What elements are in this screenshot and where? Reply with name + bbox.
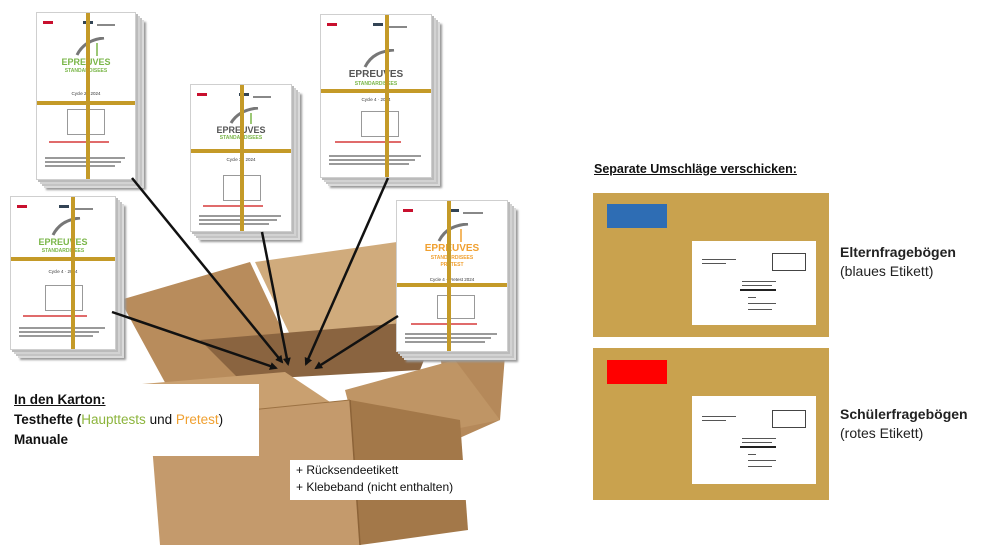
postage-stamp bbox=[772, 253, 806, 271]
arrow-1 bbox=[131, 177, 284, 364]
test-booklet-1: EPREUVES STANDARDISEES Cycle 2 · 2024 bbox=[36, 12, 136, 180]
pretest-label: Pretest bbox=[175, 412, 219, 427]
booklet-logo-subtitle: STANDARDISEES bbox=[354, 81, 398, 87]
test-booklet-4: EPREUVES STANDARDISEES Cycle 4 · 2024 bbox=[10, 196, 116, 350]
envelope-label-red bbox=[607, 360, 667, 384]
postage-stamp bbox=[772, 410, 806, 428]
address-card bbox=[692, 396, 816, 484]
arrow-2 bbox=[111, 310, 278, 370]
booklet-logo-subtitle: STANDARDISEES bbox=[430, 255, 474, 261]
booklet-header bbox=[327, 21, 425, 33]
address-card bbox=[692, 241, 816, 325]
box-contents-testhefte: Testhefte (Haupttests und Pretest) bbox=[14, 412, 224, 427]
haupttests-label: Haupttests bbox=[81, 412, 146, 427]
envelope-students-title: Schülerfragebögen bbox=[840, 406, 968, 422]
test-booklet-2: EPREUVES STANDARDISEES Cycle 3 · 2024 bbox=[190, 84, 292, 232]
booklet-logo-title: EPREUVES bbox=[348, 69, 404, 80]
booklet-edition: Cycle 4 · Pretest 2024 bbox=[429, 277, 475, 282]
booklet-edition: Cycle 4 · 2024 bbox=[48, 269, 78, 274]
envelope-students bbox=[593, 348, 829, 500]
booklet-name-box bbox=[45, 285, 83, 311]
booklet-header bbox=[197, 91, 285, 103]
booklet-edition: Cycle 4 · 2024 bbox=[361, 97, 391, 102]
box-note-return-label: + Rücksendeetikett bbox=[296, 463, 399, 477]
envelope-parents-caption: Elternfragebögen (blaues Etikett) bbox=[840, 243, 956, 281]
booklet-logo-tag: PRETEST bbox=[440, 262, 464, 268]
box-contents-manuale: Manuale bbox=[14, 432, 69, 447]
envelope-label-blue bbox=[607, 204, 667, 228]
arrow-4 bbox=[304, 177, 390, 366]
booklet-logo-title: EPREUVES bbox=[424, 243, 480, 254]
arrow-3 bbox=[260, 231, 291, 366]
envelope-parents-title: Elternfragebögen bbox=[840, 244, 956, 260]
booklet-logo-title: EPREUVES bbox=[38, 237, 88, 247]
booklet-name-box bbox=[437, 295, 475, 319]
test-booklet-pretest: EPREUVES STANDARDISEES PRETEST Cycle 4 ·… bbox=[396, 200, 508, 352]
envelope-parents-subtitle: (blaues Etikett) bbox=[840, 263, 934, 279]
test-booklet-3: EPREUVES STANDARDISEES Cycle 4 · 2024 bbox=[320, 14, 432, 178]
booklet-name-box bbox=[361, 111, 399, 137]
box-contents-label: In den Karton: Testhefte (Haupttests und… bbox=[7, 384, 259, 456]
box-contents-title: In den Karton: bbox=[14, 392, 106, 407]
envelope-parents bbox=[593, 193, 829, 337]
booklet-logo-subtitle: STANDARDISEES bbox=[41, 248, 85, 254]
arrow-5 bbox=[314, 314, 399, 370]
booklet-header bbox=[403, 207, 501, 219]
envelopes-heading: Separate Umschläge verschicken: bbox=[594, 162, 797, 176]
box-note-tape: + Klebeband (nicht enthalten) bbox=[296, 480, 454, 494]
booklet-header bbox=[17, 203, 109, 215]
envelope-students-subtitle: (rotes Etikett) bbox=[840, 425, 924, 441]
box-note: + Rücksendeetikett + Klebeband (nicht en… bbox=[290, 460, 484, 500]
envelope-students-caption: Schülerfragebögen (rotes Etikett) bbox=[840, 405, 968, 443]
